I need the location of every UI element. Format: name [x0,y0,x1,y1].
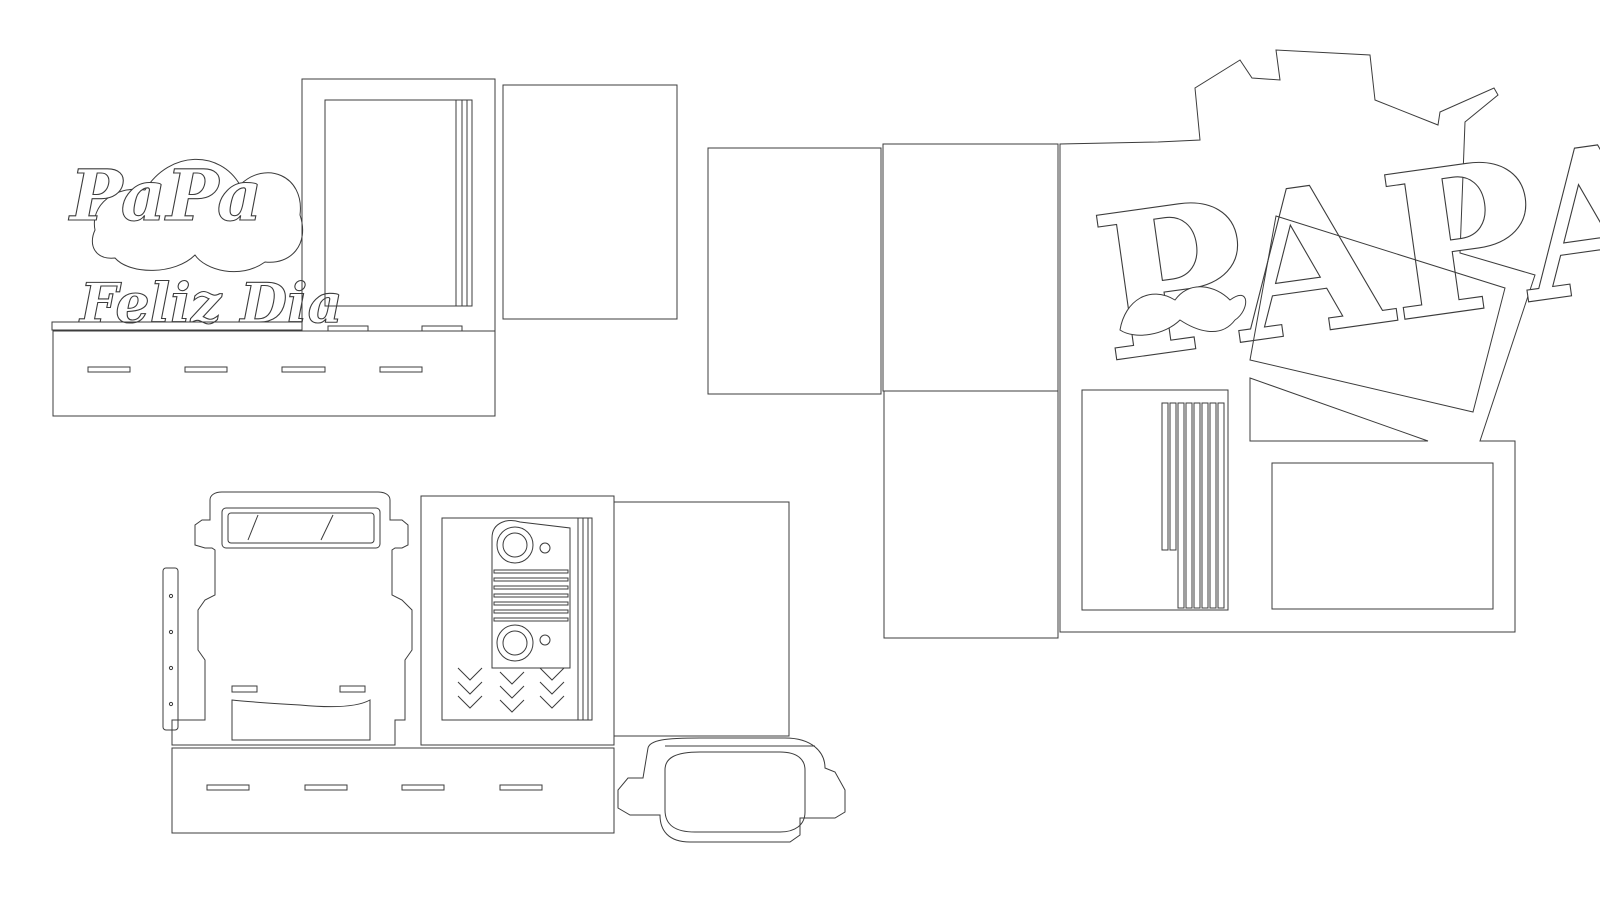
jeep-base-board [171,747,615,834]
turn-light [539,634,551,646]
headlight-top-inner [502,532,528,558]
slot-strip [1217,402,1225,609]
wiper-line [247,514,259,541]
base-slot [499,784,543,791]
papa-collage-frame-set: PAPA [707,49,1600,639]
base-slot [87,366,131,373]
turn-light [539,542,551,554]
post-hole [168,701,174,707]
base-slot [281,366,326,373]
frame-back-panel [502,84,678,320]
tread-chevron [539,667,565,709]
jeep-windshield [221,507,381,549]
slot-strip [1161,402,1169,551]
base-slot [401,784,445,791]
slot-strip [1209,402,1217,609]
jeep-silhouette [171,491,413,746]
mustache-icon [1119,286,1247,336]
side-post [162,567,179,731]
grille-body [491,520,571,669]
base-slot [184,366,228,373]
slot-strip [1177,402,1185,609]
collage-panel [707,147,882,395]
post-hole [168,629,174,635]
grille-frame-window [441,517,593,721]
slot-lines-group [1161,402,1225,609]
wiper-line [320,514,334,541]
post-hole [168,665,174,671]
collage-panel [882,143,1059,392]
photo-frame-window [324,99,473,307]
frame-bottom-tab [421,325,463,332]
jeep-light-right [339,685,366,693]
grille-bar [493,609,569,614]
slot-strip [1193,402,1201,609]
jeep-frame-set [162,491,846,843]
collage-panel [883,390,1059,639]
tread-chevron [499,671,525,713]
slot-strip [1185,402,1193,609]
base-slot [206,784,250,791]
small-subtitle-lettering: Feliz Dia [78,271,343,335]
jeep-fender-piece [617,737,846,843]
grille-bar [493,569,569,574]
grille-bar [493,585,569,590]
slot-strip [1169,402,1177,551]
base-slot [379,366,423,373]
slot-strip [1201,402,1209,609]
papa-feliz-dia-frame-set: PaPa Feliz Dia [51,78,678,417]
jeep-fender-inner [664,751,806,833]
grille-bar [493,601,569,606]
base-slot [304,784,348,791]
headlight-bottom-inner [502,630,528,656]
base-board [52,330,496,417]
small-title-lettering: PaPa [68,154,262,237]
papa-frame-outline [1059,49,1536,633]
grille-back-panel [613,501,790,737]
tread-chevron [457,667,483,709]
jeep-light-left [231,685,258,693]
grille-bar [493,617,569,622]
grille-bar [493,577,569,582]
headlight-top [496,526,534,564]
triangle-cutout [1249,377,1429,442]
grille-bars [493,569,569,622]
bottom-right-window [1271,462,1494,610]
tire-tread-pattern [457,667,565,713]
post-hole [168,593,174,599]
grille-bar [493,593,569,598]
headlight-bottom [496,624,534,662]
bottom-left-window [1081,389,1229,611]
jeep-bumper [231,699,371,741]
jeep-windshield-inner [227,512,375,544]
tilted-photo-window [1249,215,1506,413]
